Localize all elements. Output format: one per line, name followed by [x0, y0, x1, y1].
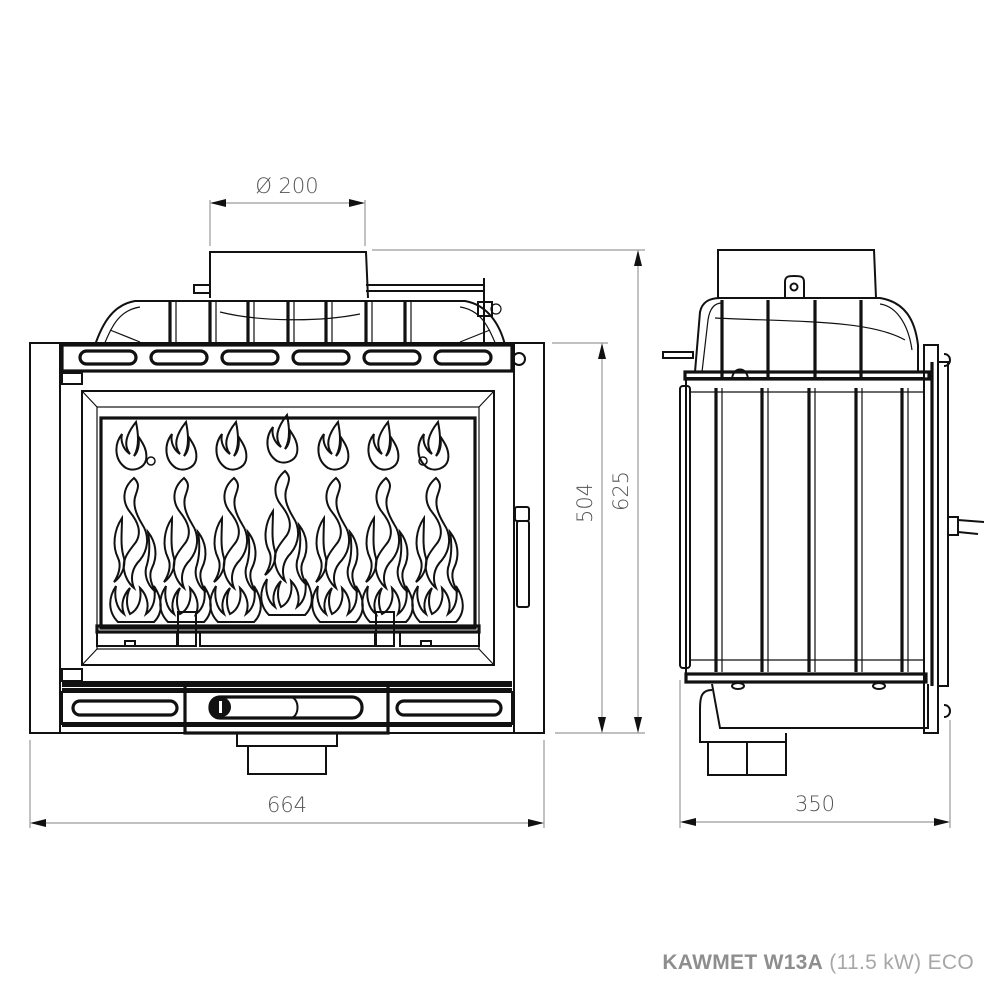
dimension-overall-height: 625: [372, 249, 645, 734]
svg-text:625: 625: [609, 471, 633, 511]
bottom-air-inlet: [236, 732, 338, 775]
outer-frame: [29, 342, 545, 734]
dimension-overall-width: 664: [29, 740, 545, 828]
dimension-depth: 350: [679, 680, 951, 828]
svg-text:664: 664: [267, 793, 307, 817]
bottom-air-control: [61, 668, 513, 735]
top-grille: [94, 300, 506, 346]
top-vent-bar: [60, 343, 526, 385]
svg-text:350: 350: [795, 792, 835, 816]
svg-text:504: 504: [573, 483, 597, 523]
product-power: (11.5 kW): [829, 951, 922, 974]
product-model: KAWMET W13A: [662, 951, 824, 974]
dimension-flue-diameter: Ø 200: [209, 174, 366, 246]
svg-text:Ø 200: Ø 200: [255, 174, 318, 198]
dimension-body-height: 504: [552, 342, 608, 733]
grate: [95, 611, 481, 647]
flame-pattern: [109, 414, 464, 623]
product-variant: ECO: [927, 951, 974, 974]
product-caption: KAWMET W13A (11.5 kW) ECO: [662, 951, 974, 975]
side-view: [662, 249, 985, 776]
front-view: [29, 251, 545, 775]
door-handle: [514, 506, 530, 608]
flue-collar-front: [193, 251, 502, 345]
